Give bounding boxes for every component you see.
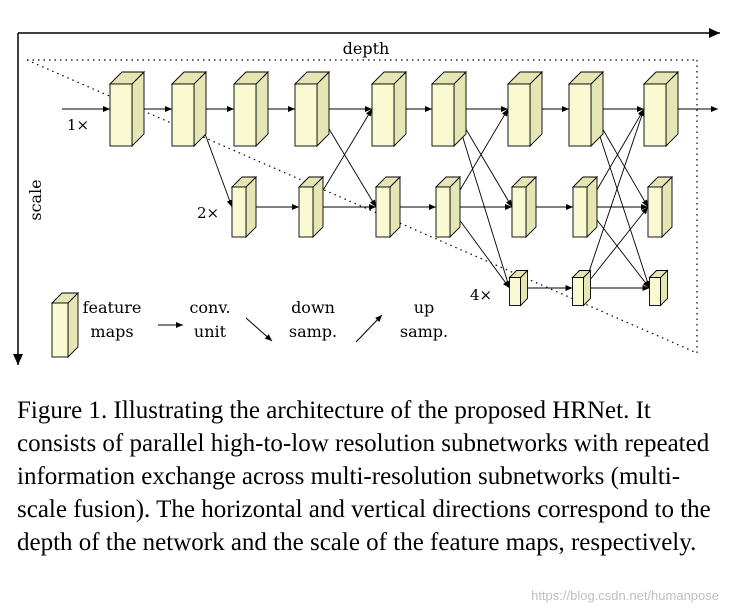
legend-feature-label-2: maps — [90, 322, 133, 341]
legend-conv-label-2: unit — [194, 322, 227, 341]
figure-caption: Figure 1. Illustrating the architecture … — [17, 394, 719, 559]
feature-map-1x — [506, 70, 544, 148]
feature-map-2x — [510, 175, 538, 239]
down-sample-arrow — [453, 108, 511, 289]
feature-map-2x — [646, 175, 674, 239]
feature-map-4x — [508, 269, 529, 307]
legend-down-label-2: samp. — [289, 322, 337, 341]
feature-map-1x — [430, 70, 468, 148]
hrnet-architecture-diagram: depth scale 1× 2× 4× feature maps conv. … — [13, 28, 720, 365]
legend-conv-label-1: conv. — [189, 298, 230, 317]
feature-map-1x — [293, 70, 331, 148]
feature-map-2x — [571, 175, 599, 239]
watermark: https://blog.csdn.net/humanpose — [531, 588, 719, 603]
legend-down-label-1: down — [291, 298, 335, 317]
feature-map-1x — [642, 70, 680, 148]
legend: feature maps conv. unit down samp. up sa… — [50, 291, 448, 359]
feature-map-2x — [374, 175, 402, 239]
feature-map-2x — [230, 175, 258, 239]
feature-map-2x — [434, 175, 462, 239]
legend-up-label-1: up — [414, 298, 435, 317]
up-sample-arrow — [583, 108, 645, 289]
legend-feature-label-1: feature — [83, 298, 142, 317]
legend-down-arrow — [245, 317, 273, 342]
down-sample-arrow — [590, 108, 651, 289]
feature-map-2x — [297, 175, 325, 239]
scale-label: scale — [26, 179, 45, 220]
feature-map-4x — [571, 269, 592, 307]
feature-map-1x — [232, 70, 270, 148]
feature-map-blocks — [108, 70, 680, 307]
legend-up-arrow — [355, 314, 383, 343]
legend-feature-map-icon — [50, 291, 80, 359]
up-sample-arrow — [583, 206, 649, 289]
depth-label: depth — [343, 39, 390, 58]
feature-map-1x — [108, 70, 146, 148]
feature-map-4x — [648, 269, 669, 307]
feature-map-1x — [370, 70, 408, 148]
resolution-label-2x: 2× — [197, 204, 219, 222]
caption-label: Figure 1. — [17, 397, 108, 424]
feature-map-1x — [170, 70, 208, 148]
resolution-label-1x: 1× — [67, 116, 89, 134]
feature-map-1x — [567, 70, 605, 148]
legend-feature-map-block — [50, 291, 80, 359]
legend-up-label-2: samp. — [400, 322, 448, 341]
caption-text: Illustrating the architecture of the pro… — [17, 397, 711, 556]
resolution-label-4x: 4× — [470, 286, 492, 304]
